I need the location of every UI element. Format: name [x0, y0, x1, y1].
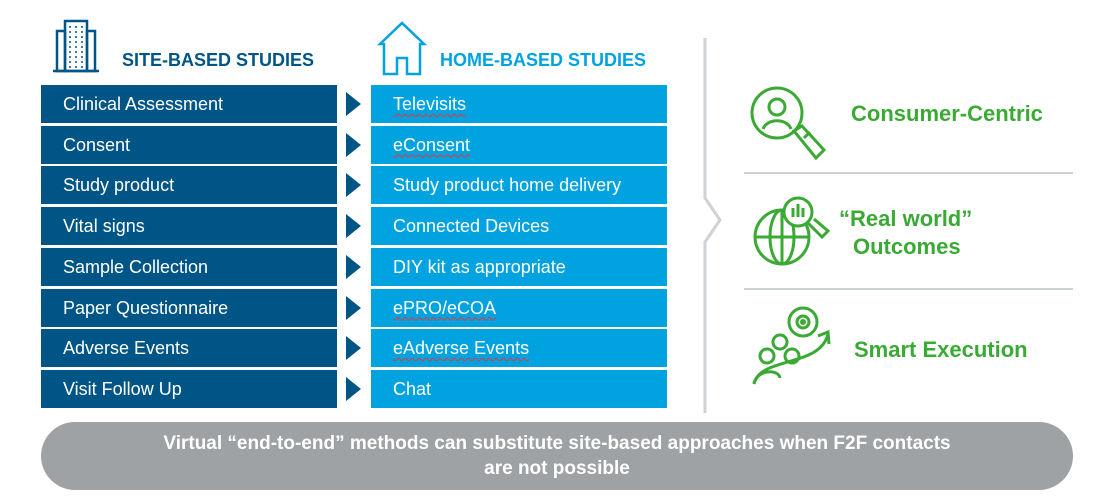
- site-based-title: SITE-BASED STUDIES: [122, 50, 315, 70]
- site-item: Clinical Assessment: [41, 85, 337, 123]
- home-item-label: ePRO/eCOA: [393, 297, 497, 318]
- arrow-right-icon: [346, 214, 361, 239]
- smart-execution-label: Smart Execution: [854, 337, 1028, 362]
- arrow-right-icon: [346, 376, 361, 401]
- site-item: Vital signs: [41, 207, 337, 246]
- real-world-label-2: Outcomes: [853, 234, 961, 259]
- site-item: Paper Questionnaire: [41, 288, 337, 327]
- home-based-title: HOME-BASED STUDIES: [440, 50, 647, 70]
- consumer-search-icon: [750, 86, 827, 161]
- arrow-right-icon: [346, 132, 361, 157]
- arrow-right-icon: [346, 295, 361, 320]
- home-item-label: Connected Devices: [393, 216, 550, 237]
- globe-analytics-icon: [753, 196, 831, 266]
- home-item: Chat: [371, 369, 667, 408]
- home-item-label: eAdverse Events: [393, 338, 530, 359]
- home-item: Televisits: [371, 85, 667, 123]
- home-item-label: Chat: [393, 378, 432, 399]
- home-item: DIY kit as appropriate: [371, 247, 667, 286]
- consumer-centric-label: Consumer-Centric: [851, 101, 1043, 126]
- home-item: Connected Devices: [371, 207, 667, 246]
- home-item-label: Study product home delivery: [393, 175, 622, 196]
- site-item: Sample Collection: [41, 247, 337, 286]
- divider: [744, 288, 1073, 290]
- site-item: Consent: [41, 125, 337, 164]
- team-goal-icon: [752, 306, 831, 385]
- home-item-label: eConsent: [393, 134, 471, 155]
- building-icon: [53, 19, 99, 73]
- arrow-right-icon: [346, 173, 361, 198]
- summary-banner: Virtual “end-to-end” methods can substit…: [41, 422, 1073, 490]
- real-world-label-1: “Real world”: [839, 206, 973, 231]
- home-item: eConsent: [371, 125, 667, 164]
- arrow-right-icon: [346, 336, 361, 361]
- site-item: Visit Follow Up: [41, 369, 337, 408]
- home-item: eAdverse Events: [371, 329, 667, 368]
- site-item: Study product: [41, 166, 337, 205]
- home-item-label: DIY kit as appropriate: [393, 256, 566, 277]
- summary-line-2: are not possible: [484, 458, 630, 479]
- site-item: Adverse Events: [41, 329, 337, 368]
- home-item-label: Televisits: [393, 94, 467, 114]
- summary-line-1: Virtual “end-to-end” methods can substit…: [163, 433, 951, 454]
- divider: [744, 172, 1073, 174]
- arrow-right-icon: [346, 254, 361, 279]
- house-icon: [377, 21, 427, 76]
- home-item: ePRO/eCOA: [371, 288, 667, 327]
- home-item: Study product home delivery: [371, 166, 667, 205]
- chevron-divider: [703, 38, 722, 413]
- arrow-right-icon: [346, 92, 361, 116]
